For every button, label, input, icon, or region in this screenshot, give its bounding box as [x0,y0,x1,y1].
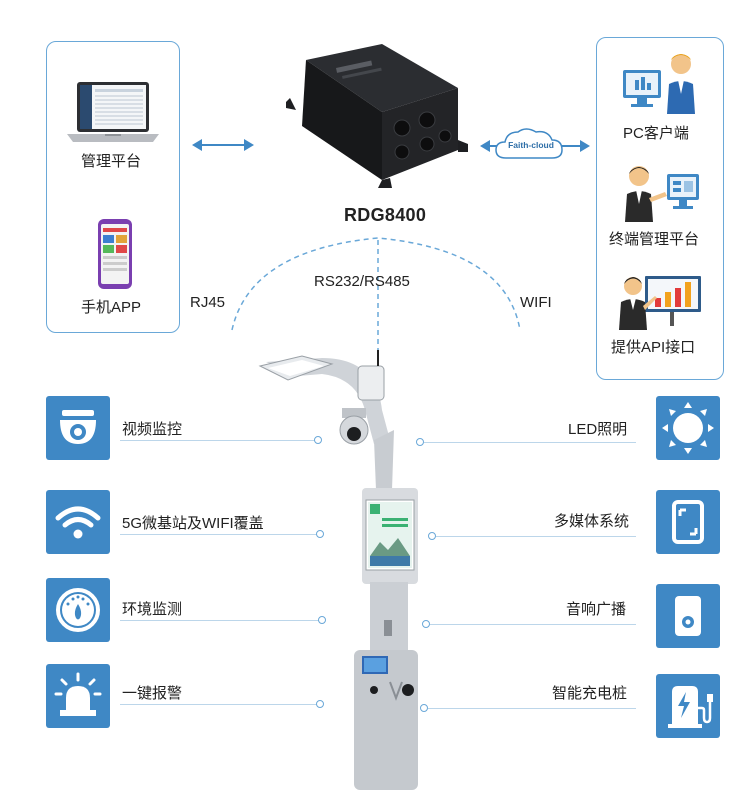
charger-line [428,708,636,709]
rs232-rs485-label: RS232/RS485 [314,273,410,290]
cloud-label: Faith-cloud [508,140,554,150]
right-panel: PC客户端 终端管理平台 提供API接口 [596,37,724,380]
screen-icon [656,490,720,554]
environment-dot [318,616,326,624]
led-dot [416,438,424,446]
5g-wifi-label: 5G微基站及WIFI覆盖 [122,515,264,532]
gauge-icon [46,578,110,642]
5g-wifi-dot [316,530,324,538]
laptop-icon [67,82,159,142]
led-line [424,442,636,443]
device-name: RDG8400 [344,205,427,225]
wifi-icon [46,490,110,554]
charger-icon [656,674,720,738]
rj45-label: RJ45 [190,294,226,311]
api-interface-label: 提供API接口 [611,339,696,356]
alarm-dot [316,700,324,708]
environment-line [120,620,320,621]
led-lighting-label: LED照明 [568,421,628,438]
multimedia-label: 多媒体系统 [554,513,630,530]
multimedia-line [436,536,636,537]
speaker-icon [656,584,720,648]
video-surveillance-line [120,440,316,441]
audio-dot [422,620,430,628]
mobile-app-label: 手机APP [81,299,142,316]
alarm-line [120,704,318,705]
management-platform-label: 管理平台 [81,153,142,170]
light-icon [656,396,720,460]
video-surveillance-dot [314,436,322,444]
charger-dot [420,704,428,712]
terminal-manager-icon [625,166,699,222]
wifi-label: WIFI [520,294,552,311]
audio-line [430,624,636,625]
terminal-platform-label: 终端管理平台 [609,231,700,248]
pc-user-icon [623,54,695,114]
audio-broadcast-label: 音响广播 [566,601,627,618]
phone-icon [98,219,132,289]
alarm-icon [46,664,110,728]
rdg8400-device-image [286,44,468,188]
5g-wifi-line [120,534,318,535]
api-presenter-icon [619,276,701,330]
smart-pole-image [258,350,418,790]
left-panel: 管理平台 手机APP [46,41,180,333]
pc-client-label: PC客户端 [623,125,689,142]
smart-charger-label: 智能充电桩 [552,685,628,702]
cloud-double-arrow [480,128,590,159]
camera-icon [46,396,110,460]
emergency-alarm-label: 一键报警 [122,685,183,702]
environment-monitoring-label: 环境监测 [122,601,183,618]
left-double-arrow [192,139,254,151]
multimedia-dot [428,532,436,540]
video-surveillance-label: 视频监控 [122,421,183,438]
